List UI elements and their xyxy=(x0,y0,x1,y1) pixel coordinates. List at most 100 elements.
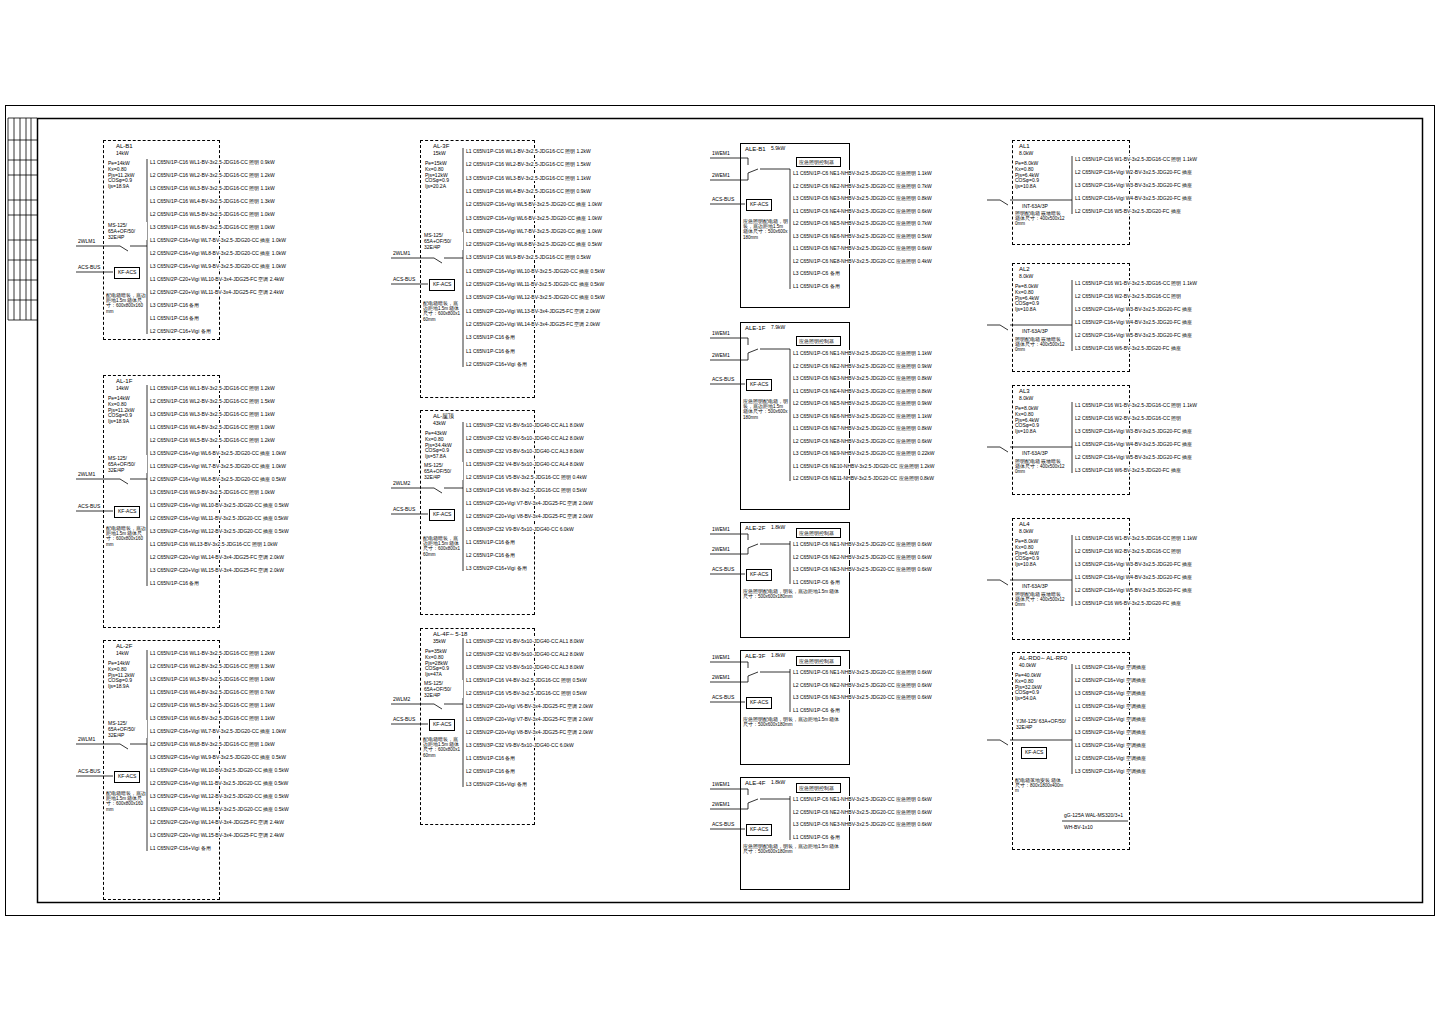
circuit-row: L3 C65N/3P-C32 V3-BV-5x10-JDG40-CC AL3 8… xyxy=(465,664,585,670)
transfer-switch xyxy=(710,789,748,795)
feeder-label: 2WLM1 xyxy=(392,250,411,256)
panel-notes: 配电箱暗装，底边距地1.5m 箱体尺寸：600x800x160mm xyxy=(106,526,146,547)
control-module: KF-ACS xyxy=(746,697,772,709)
circuit-row: L2 C65N/1P-C16 WL8-BV-3x2.5-JDG16-CC 照明 … xyxy=(149,741,276,747)
panel-load: 14kW xyxy=(116,651,176,657)
circuit-row: L2 C65N/2P-C20+Vigi WL14-BV-3x4-JDG25-FC… xyxy=(149,554,285,560)
module-label: KF-ACS xyxy=(118,270,136,276)
title-strip-line xyxy=(8,215,37,216)
feeder-label: MS-125/ 65A+OF/50/ 32E/4P xyxy=(107,720,147,738)
controller-box: 应急照明控制器 xyxy=(796,528,841,538)
panel-notes: 配电箱暗装，底边距地1.5m 箱体尺寸：600x800x160mm xyxy=(423,301,461,322)
circuit-row: L1 C65N/1P-C16 WL13-BV-3x2.5-JDG16-CC 照明… xyxy=(149,541,279,547)
panel-notes: 应急照明配电箱，明装，底边距地1.5m 箱体尺寸：500x600x180mm xyxy=(743,844,843,854)
circuit-row: L1 C65N/2P-C16+Vigi WL7-BV-3x2.5-JDG20-C… xyxy=(149,728,287,734)
control-module: KF-ACS xyxy=(429,279,455,291)
control-module: KF-ACS xyxy=(429,509,455,521)
distribution-panel: AL-2F14kWPe=14kW Kx=0.80 Pjs=11.2kW COSφ… xyxy=(103,640,220,900)
circuit-row: L1 C65N/2P-C16+Vigi 空调插座 xyxy=(1074,703,1147,709)
circuit-row: L3 C65N/1P-C16 WL3-BV-3x2.5-JDG16-CC 照明 … xyxy=(465,175,592,181)
feeder-label: 2WLM1 xyxy=(77,471,96,477)
circuit-row: L2 C65N/1P-C16 WL5-BV-3x2.5-JDG16-CC 照明 … xyxy=(149,437,276,443)
control-module: KF-ACS xyxy=(1021,747,1047,759)
circuit-row: L3 C65N/1P-C16 备用 xyxy=(465,334,516,340)
emergency-panel: ALE-4F1.8kW应急照明配电箱，明装，底边距地1.5m 箱体尺寸：500x… xyxy=(740,777,850,890)
circuit-row: L2 C65N/1P-C16 W5-BV-3x2.5-JDG20-FC 插座 xyxy=(1074,208,1182,214)
distribution-panel: AL-B114kWPe=14kW Kx=0.80 Pjs=11.2kW COSφ… xyxy=(103,140,220,340)
panel-params: Pe=14kW Kx=0.80 Pjs=11.2kW COSφ=0.9 Ijs=… xyxy=(108,396,148,425)
module-label: KF-ACS xyxy=(750,382,768,388)
circuit-row: L3 C65N/1P-C16 W6-BV-3x2.5-JDG20-FC 插座 xyxy=(1074,345,1182,351)
feeder-label: 1WEM1 xyxy=(711,654,731,660)
outgoing-line xyxy=(1062,821,1128,822)
circuit-row: L3 C65N/1P-C16 WL3-BV-3x2.5-JDG16-CC 照明 … xyxy=(149,676,276,682)
circuit-row: L1 C65N/1P-C16 WL4-BV-3x2.5-JDG16-CC 照明 … xyxy=(465,188,592,194)
incoming-feeder xyxy=(391,258,463,263)
title-strip-line xyxy=(8,175,37,176)
circuit-row: L1 C65N/1P-C6 备用 xyxy=(792,283,841,289)
circuit-row: L1 C65N/1P-C16 V4-BV-3x2.5-JDG16-CC 照明 0… xyxy=(465,677,588,683)
circuit-row: L3 C65N/2P-C16+Vigi 备用 xyxy=(465,781,528,787)
circuit-row: L2 C65N/2P-C20+Vigi WL11-BV-3x4-JDG25-FC… xyxy=(149,289,285,295)
circuit-row: L3 C65N/1P-C16 WL3-BV-3x2.5-JDG16-CC 照明 … xyxy=(149,185,276,191)
circuit-row: L2 C65N/2P-C16+Vigi 备用 xyxy=(149,328,212,334)
circuit-row: L3 C65N/2P-C16+Vigi WL6-BV-3x2.5-JDG20-C… xyxy=(149,450,287,456)
circuit-row: L2 C65N/2P-C16+Vigi W5-BV-3x2.5-JDG20-FC… xyxy=(1074,587,1193,593)
circuit-row: L2 C65N/2P-C16+Vigi 空调插座 xyxy=(1074,716,1147,722)
circuit-row: L2 C65N/2P-C16+Vigi 空调插座 xyxy=(1074,755,1147,761)
panel-notes: 照明配电箱 嵌墙暗装 箱体尺寸：400x500x120mm xyxy=(1015,459,1065,475)
circuit-row: L1 C65N/1P-C6 NE7-NHBV-3x2.5-JDG20-CC 应急… xyxy=(792,245,933,251)
circuit-row: L3 C65N/3P-C32 V3-BV-5x10-JDG40-CC AL3 8… xyxy=(465,448,585,454)
panel-name: AL-3F xyxy=(433,143,513,150)
feeder-label: MS-125/ 65A+OF/50/ 32E/4P xyxy=(107,222,147,240)
circuit-row: L1 C65N/1P-C6 NE4-NHBV-3x2.5-JDG20-CC 应急… xyxy=(792,208,933,214)
panel-params: Pe=35kW Kx=0.80 Pjs=28kW COSφ=0.9 Ijs=47… xyxy=(425,649,465,678)
panel-params: Pe=8.0kW Kx=0.80 Pjs=6.4kW COSφ=0.9 Ijs=… xyxy=(1015,161,1055,190)
panel-name: ALE-2F xyxy=(745,525,773,532)
circuit-row: L2 C65N/1P-C16 WL2-BV-3x2.5-JDG16-CC 照明 … xyxy=(149,172,276,178)
circuit-row: L2 C65N/1P-C6 NE8-NHBV-3x2.5-JDG20-CC 应急… xyxy=(792,438,933,444)
busbar xyxy=(147,159,148,334)
circuit-row: L1 C65N/1P-C6 NE10-NHBV-3x2.5-JDG20-CC 应… xyxy=(792,463,935,469)
circuit-row: L2 C65N/1P-C16 备用 xyxy=(465,552,516,558)
circuit-row: L1 C65N/3P-C32 V4-BV-5x10-JDG40-CC AL4 8… xyxy=(465,461,585,467)
feeder-label: gG-125A WAL-MS320/3+1 xyxy=(1063,812,1124,818)
feeder-label: INT-63A/3P xyxy=(1021,328,1049,334)
circuit-row: L1 C65N/1P-C6 NE4-NHBV-3x2.5-JDG20-CC 应急… xyxy=(792,388,933,394)
circuit-row: L2 C65N/3P-C32 V2-BV-5x10-JDG40-CC AL2 8… xyxy=(465,435,585,441)
incoming-feeder xyxy=(391,704,463,709)
transfer-switch xyxy=(710,548,748,554)
busbar xyxy=(1072,156,1073,214)
panel-name: AL2 xyxy=(1019,266,1119,273)
module-label: KF-ACS xyxy=(750,700,768,706)
feeder-label: 1WEM1 xyxy=(711,150,731,156)
panel-notes: 应急照明配电箱，明装，底边距地1.5m 箱体尺寸：500x600x180mm xyxy=(743,399,788,420)
circuit-row: L3 C65N/1P-C6 NE6-NHBV-3x2.5-JDG20-CC 应急… xyxy=(792,413,933,419)
transfer-switch xyxy=(710,803,748,809)
distribution-panel: AL38.0kWPe=8.0kW Kx=0.80 Pjs=6.4kW COSφ=… xyxy=(1012,385,1130,495)
module-label: KF-ACS xyxy=(1025,750,1043,756)
circuit-row: L2 C65N/1P-C16 WL5-BV-3x2.5-JDG16-CC 照明 … xyxy=(149,702,276,708)
circuit-row: L2 C65N/1P-C6 NE5-NHBV-3x2.5-JDG20-CC 应急… xyxy=(792,400,933,406)
circuit-row: L3 C65N/3P-C32 V9-BV-5x10-JDG40-CC 6.0kW xyxy=(465,742,575,748)
emergency-panel: ALE-2F1.8kW应急照明配电箱，明装，底边距地1.5m 箱体尺寸：500x… xyxy=(740,522,850,638)
controller-label: 应急照明控制器 xyxy=(799,339,834,344)
circuit-row: L1 C65N/2P-C16+Vigi WL7-BV-3x2.5-JDG20-C… xyxy=(149,237,287,243)
panel-name: AL3 xyxy=(1019,388,1119,395)
circuit-row: L2 C65N/1P-C6 NE2-NHBV-3x2.5-JDG20-CC 应急… xyxy=(792,809,933,815)
circuit-row: L3 C65N/1P-C6 NE3-NHBV-3x2.5-JDG20-CC 应急… xyxy=(792,195,933,201)
module-label: KF-ACS xyxy=(118,774,136,780)
feeder-label: MS-125/ 65A+OF/50/ 32E/4P xyxy=(423,232,463,250)
panel-params: Pe=14kW Kx=0.80 Pjs=11.2kW COSφ=0.9 Ijs=… xyxy=(108,161,148,190)
circuit-row: L1 C65N/2P-C16+Vigi WL7-BV-3x2.5-JDG20-C… xyxy=(465,228,603,234)
title-strip-line xyxy=(20,118,21,320)
module-label: KF-ACS xyxy=(750,827,768,833)
incoming-feeder xyxy=(391,488,463,493)
circuit-row: L1 C65N/2P-C16+Vigi WL10-BV-3x2.5-JDG20-… xyxy=(465,268,606,274)
panel-notes: 配电箱落地安装 箱体尺寸：800x1800x400mm xyxy=(1015,778,1065,794)
circuit-row: L3 C65N/1P-C6 NE9-NHBV-3x2.5-JDG20-CC 应急… xyxy=(792,450,935,456)
feeder-label: 1WEM1 xyxy=(711,330,731,336)
circuit-row: L1 C65N/1P-C6 NE1-NHBV-3x2.5-JDG20-CC 应急… xyxy=(792,170,933,176)
panel-notes: 配电箱暗装，底边距地1.5m 箱体尺寸：600x800x160mm xyxy=(423,737,461,758)
circuit-row: L1 C65N/1P-C6 NE7-NHBV-3x2.5-JDG20-CC 应急… xyxy=(792,425,933,431)
